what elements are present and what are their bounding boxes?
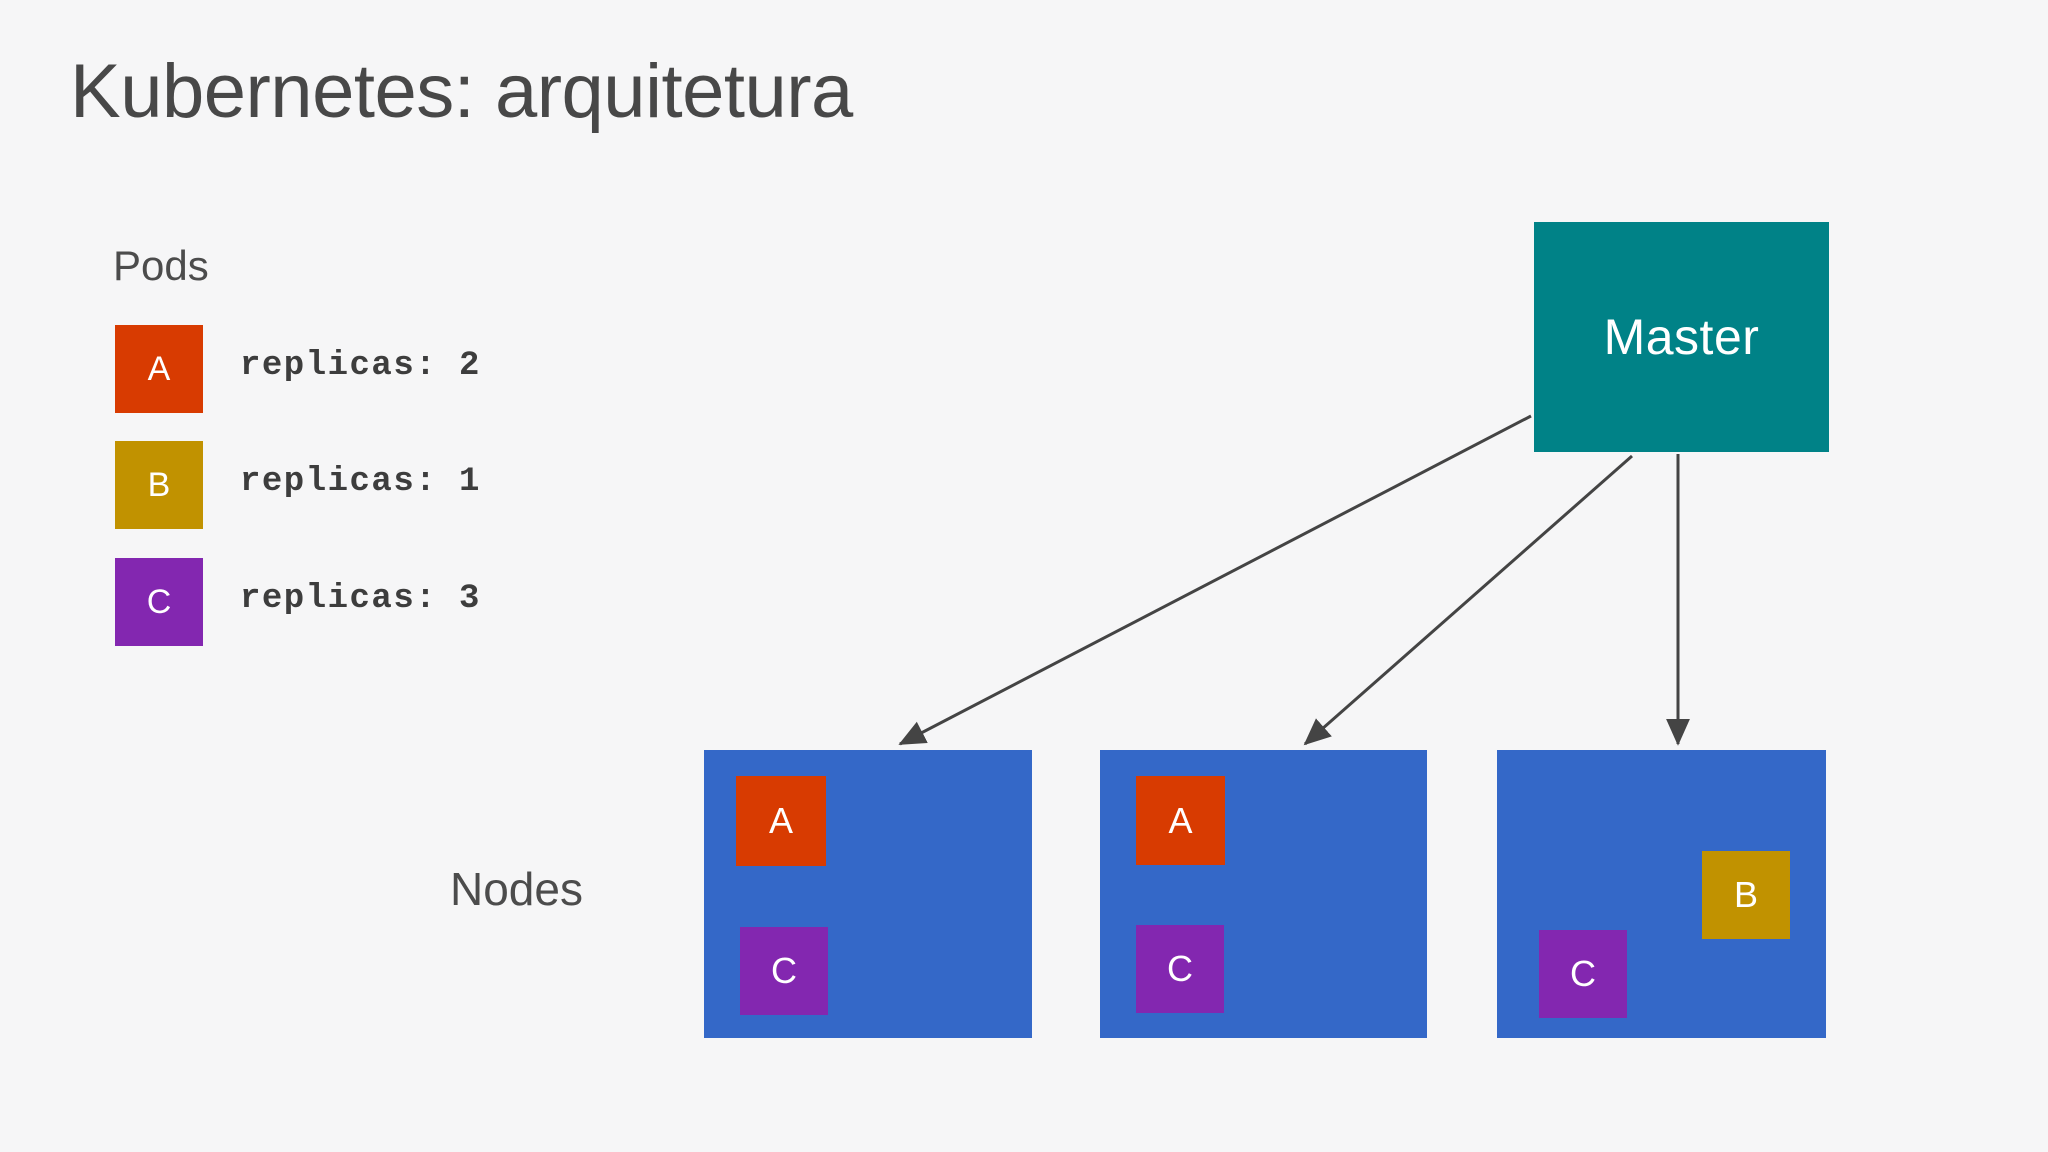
- page-title: Kubernetes: arquitetura: [70, 49, 853, 134]
- pod-swatch-c[interactable]: C: [115, 558, 203, 646]
- pod-a-in-node-1[interactable]: A: [736, 776, 826, 866]
- pod-a-in-node-2[interactable]: A: [1136, 776, 1225, 865]
- master-node-box[interactable]: Master: [1534, 222, 1829, 452]
- pods-heading: Pods: [113, 242, 209, 289]
- pod-swatch-b[interactable]: B: [115, 441, 203, 529]
- master-node-label: Master: [1603, 309, 1760, 365]
- pod-b-in-node-3[interactable]: B: [1702, 851, 1790, 939]
- arrow-master-to-node-1: [898, 414, 1532, 746]
- pod-replicas-text: replicas: 2: [240, 347, 481, 385]
- pod-swatch-a[interactable]: A: [115, 325, 203, 413]
- pod-replicas-text: replicas: 1: [240, 463, 481, 501]
- pod-c-in-node-2[interactable]: C: [1136, 925, 1224, 1013]
- pod-c-in-node-3[interactable]: C: [1539, 930, 1627, 1018]
- pod-c-in-node-1[interactable]: C: [740, 927, 828, 1015]
- nodes-heading: Nodes: [450, 863, 583, 915]
- arrow-master-to-node-2: [1303, 454, 1633, 746]
- pod-replicas-text: replicas: 3: [240, 580, 481, 618]
